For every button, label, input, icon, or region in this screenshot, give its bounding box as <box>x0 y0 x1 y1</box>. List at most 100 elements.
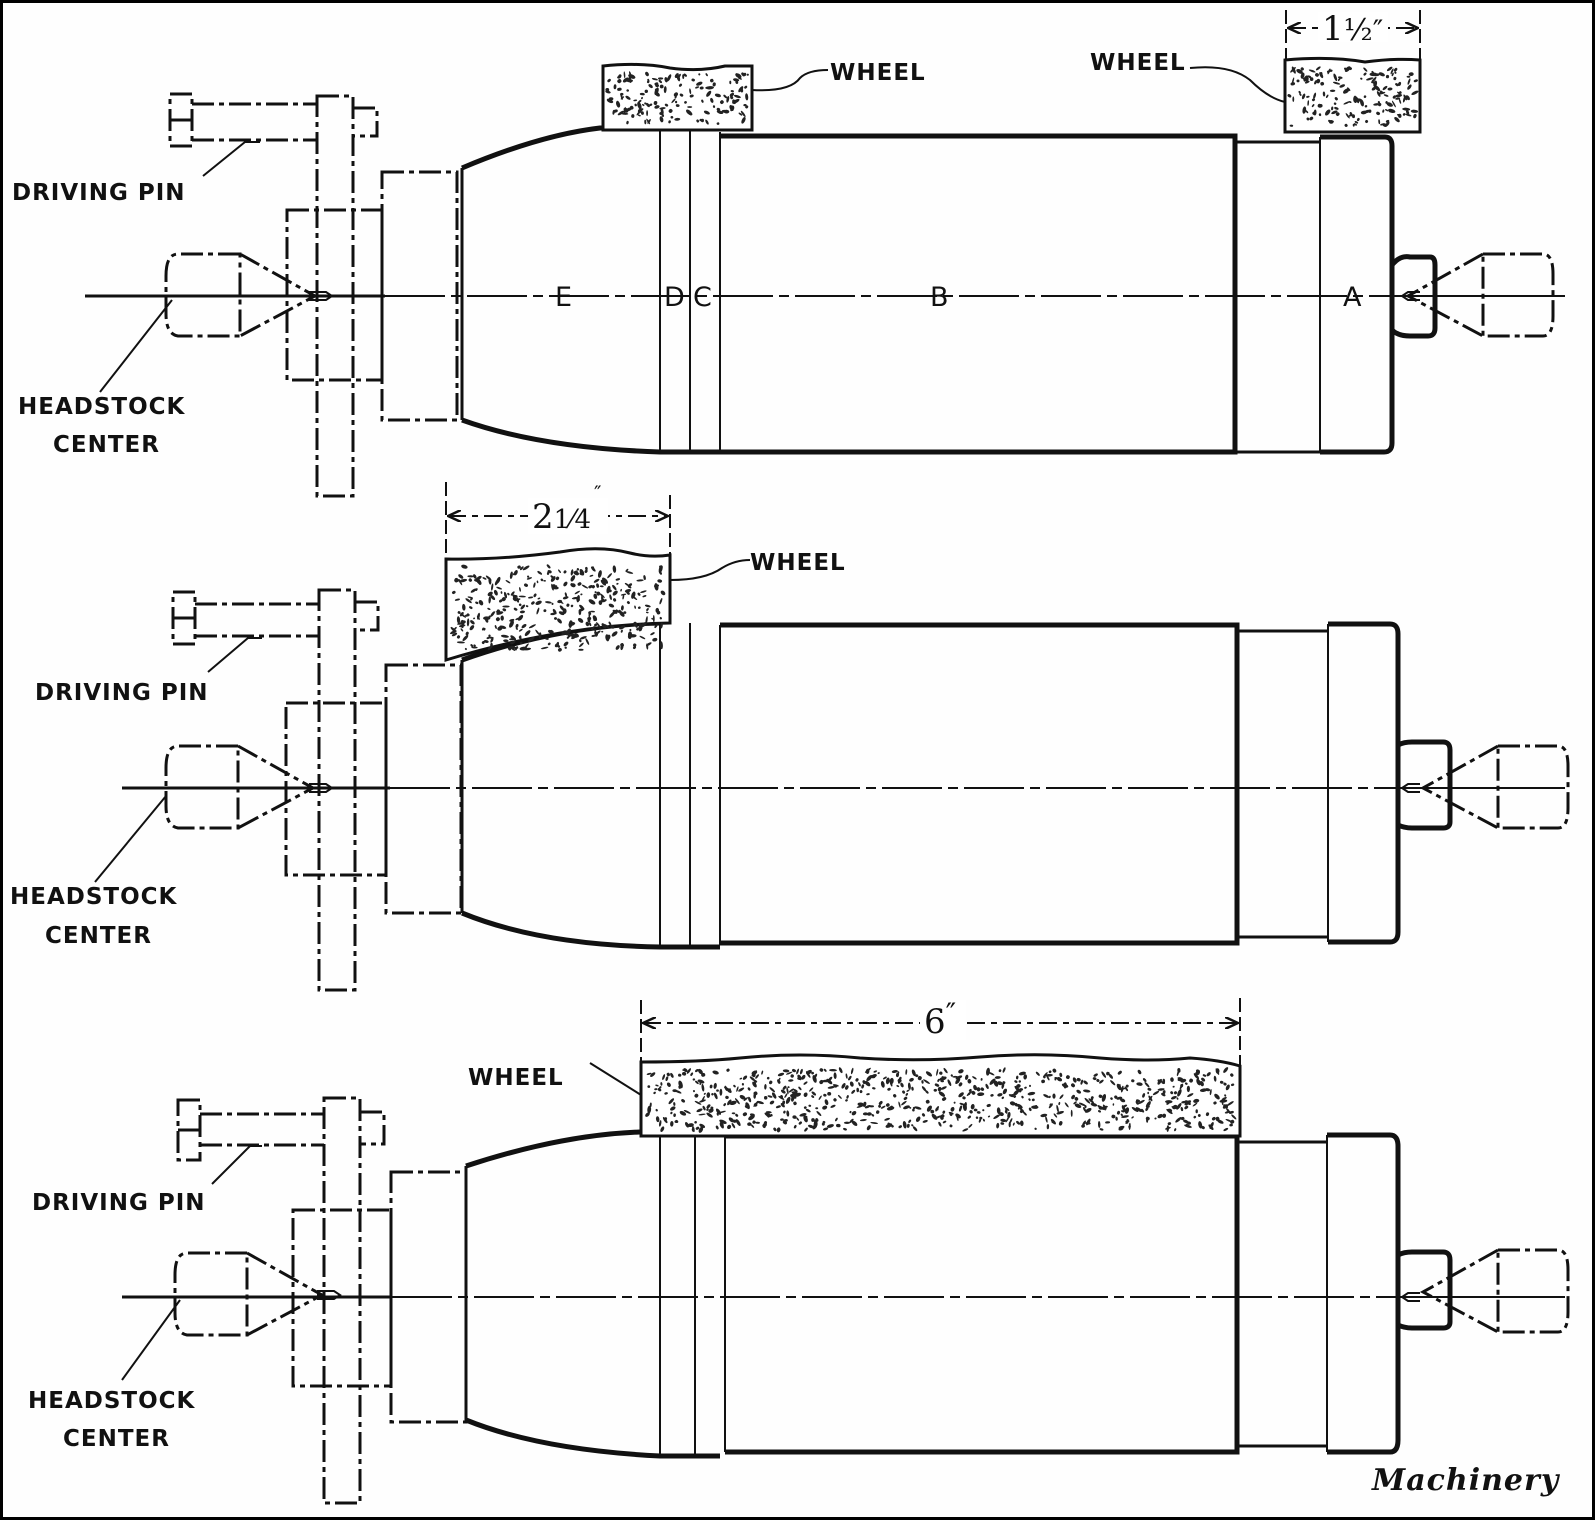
grit-speck <box>695 1080 699 1085</box>
grit-speck <box>1119 1098 1126 1103</box>
grit-speck <box>1084 1107 1092 1113</box>
grit-speck <box>940 1114 945 1119</box>
grit-speck <box>785 1096 791 1104</box>
grit-speck <box>739 1095 746 1100</box>
grit-speck <box>811 1118 815 1122</box>
grit-speck <box>1413 79 1418 83</box>
grit-speck <box>1343 101 1351 105</box>
grit-speck <box>643 575 646 581</box>
grit-speck <box>637 606 641 609</box>
grit-speck <box>1056 1076 1063 1082</box>
grit-speck <box>1034 1127 1037 1130</box>
grit-speck <box>1184 1124 1192 1128</box>
grit-speck <box>645 102 650 108</box>
grit-speck <box>1013 1095 1017 1098</box>
dimension-1-5-in: 1½″ <box>1285 9 1421 60</box>
grit-speck <box>510 640 516 645</box>
wheel-grit-pattern <box>645 1067 1237 1133</box>
headstock-leader <box>121 1299 181 1381</box>
grit-speck <box>685 1122 689 1128</box>
grit-speck <box>596 583 600 588</box>
grit-speck <box>1157 1113 1163 1119</box>
grit-speck <box>659 116 664 123</box>
grit-speck <box>838 1067 843 1074</box>
grit-speck <box>475 578 482 585</box>
dimension-value: 2 <box>532 497 554 537</box>
grit-speck <box>543 579 546 582</box>
grit-speck <box>1018 1080 1021 1083</box>
grit-speck <box>700 118 705 123</box>
grit-speck <box>1360 77 1363 80</box>
grit-speck <box>695 86 700 89</box>
grit-speck <box>594 630 601 636</box>
grit-speck <box>456 635 461 639</box>
grit-speck <box>1171 1106 1178 1109</box>
grit-speck <box>1385 74 1390 79</box>
grit-speck <box>512 597 518 602</box>
section-letter-d: D <box>664 282 685 313</box>
grit-speck <box>1201 1077 1206 1082</box>
grit-speck <box>1015 1075 1019 1080</box>
grit-speck <box>993 1080 999 1087</box>
grit-speck <box>1317 103 1322 108</box>
grit-speck <box>637 592 641 596</box>
grit-speck <box>699 1123 706 1129</box>
grit-speck <box>485 575 492 581</box>
grit-speck <box>1322 91 1326 97</box>
grit-speck <box>1080 1079 1084 1085</box>
grit-speck <box>1108 1073 1114 1079</box>
grit-speck <box>1083 1080 1088 1085</box>
grit-speck <box>1407 78 1411 85</box>
grit-speck <box>1027 1091 1036 1096</box>
grit-speck <box>811 1071 814 1075</box>
grit-speck <box>1031 1098 1035 1102</box>
grit-speck <box>843 1127 847 1131</box>
grit-speck <box>483 640 489 643</box>
headstock-label-line1: HEADSTOCK <box>10 884 178 910</box>
grit-speck <box>941 1097 947 1101</box>
grit-speck <box>1403 94 1408 101</box>
grit-speck <box>1226 1108 1231 1113</box>
grit-speck <box>1180 1078 1187 1083</box>
grit-speck <box>765 1113 770 1118</box>
grit-speck <box>641 96 643 100</box>
grit-speck <box>738 86 744 93</box>
grit-speck <box>1299 93 1302 96</box>
grit-speck <box>1023 1074 1028 1080</box>
grit-speck <box>585 566 588 571</box>
grit-speck <box>552 584 556 588</box>
grit-speck <box>1099 1128 1104 1131</box>
grit-speck <box>649 103 653 107</box>
grit-speck <box>519 635 522 640</box>
grit-speck <box>980 1087 985 1091</box>
headstock-leader <box>99 299 173 393</box>
grit-speck <box>1054 1078 1057 1081</box>
grit-speck <box>1157 1080 1162 1085</box>
grit-speck <box>862 1112 869 1116</box>
grit-speck <box>465 598 472 604</box>
driving-pin-leader <box>202 141 260 177</box>
grit-speck <box>925 1099 930 1104</box>
grit-speck <box>642 595 647 598</box>
grit-speck <box>520 604 526 610</box>
grit-speck <box>1177 1089 1182 1097</box>
workpiece <box>460 620 1453 950</box>
grit-speck <box>1298 90 1301 94</box>
grit-speck <box>1394 116 1400 123</box>
grit-speck <box>459 578 468 583</box>
grit-speck <box>736 1086 739 1092</box>
grit-speck <box>1052 1068 1057 1073</box>
grit-speck <box>1000 1118 1007 1123</box>
grit-speck <box>859 1119 867 1122</box>
grit-speck <box>788 1088 795 1093</box>
grit-speck <box>638 108 644 112</box>
grit-speck <box>727 1088 731 1092</box>
grit-speck <box>606 585 611 594</box>
grit-speck <box>708 1108 714 1113</box>
grit-speck <box>724 1085 728 1091</box>
grit-speck <box>601 623 607 629</box>
grit-speck <box>1378 72 1385 77</box>
grit-speck <box>519 587 521 592</box>
grit-speck <box>558 569 561 573</box>
grit-speck <box>623 71 626 79</box>
